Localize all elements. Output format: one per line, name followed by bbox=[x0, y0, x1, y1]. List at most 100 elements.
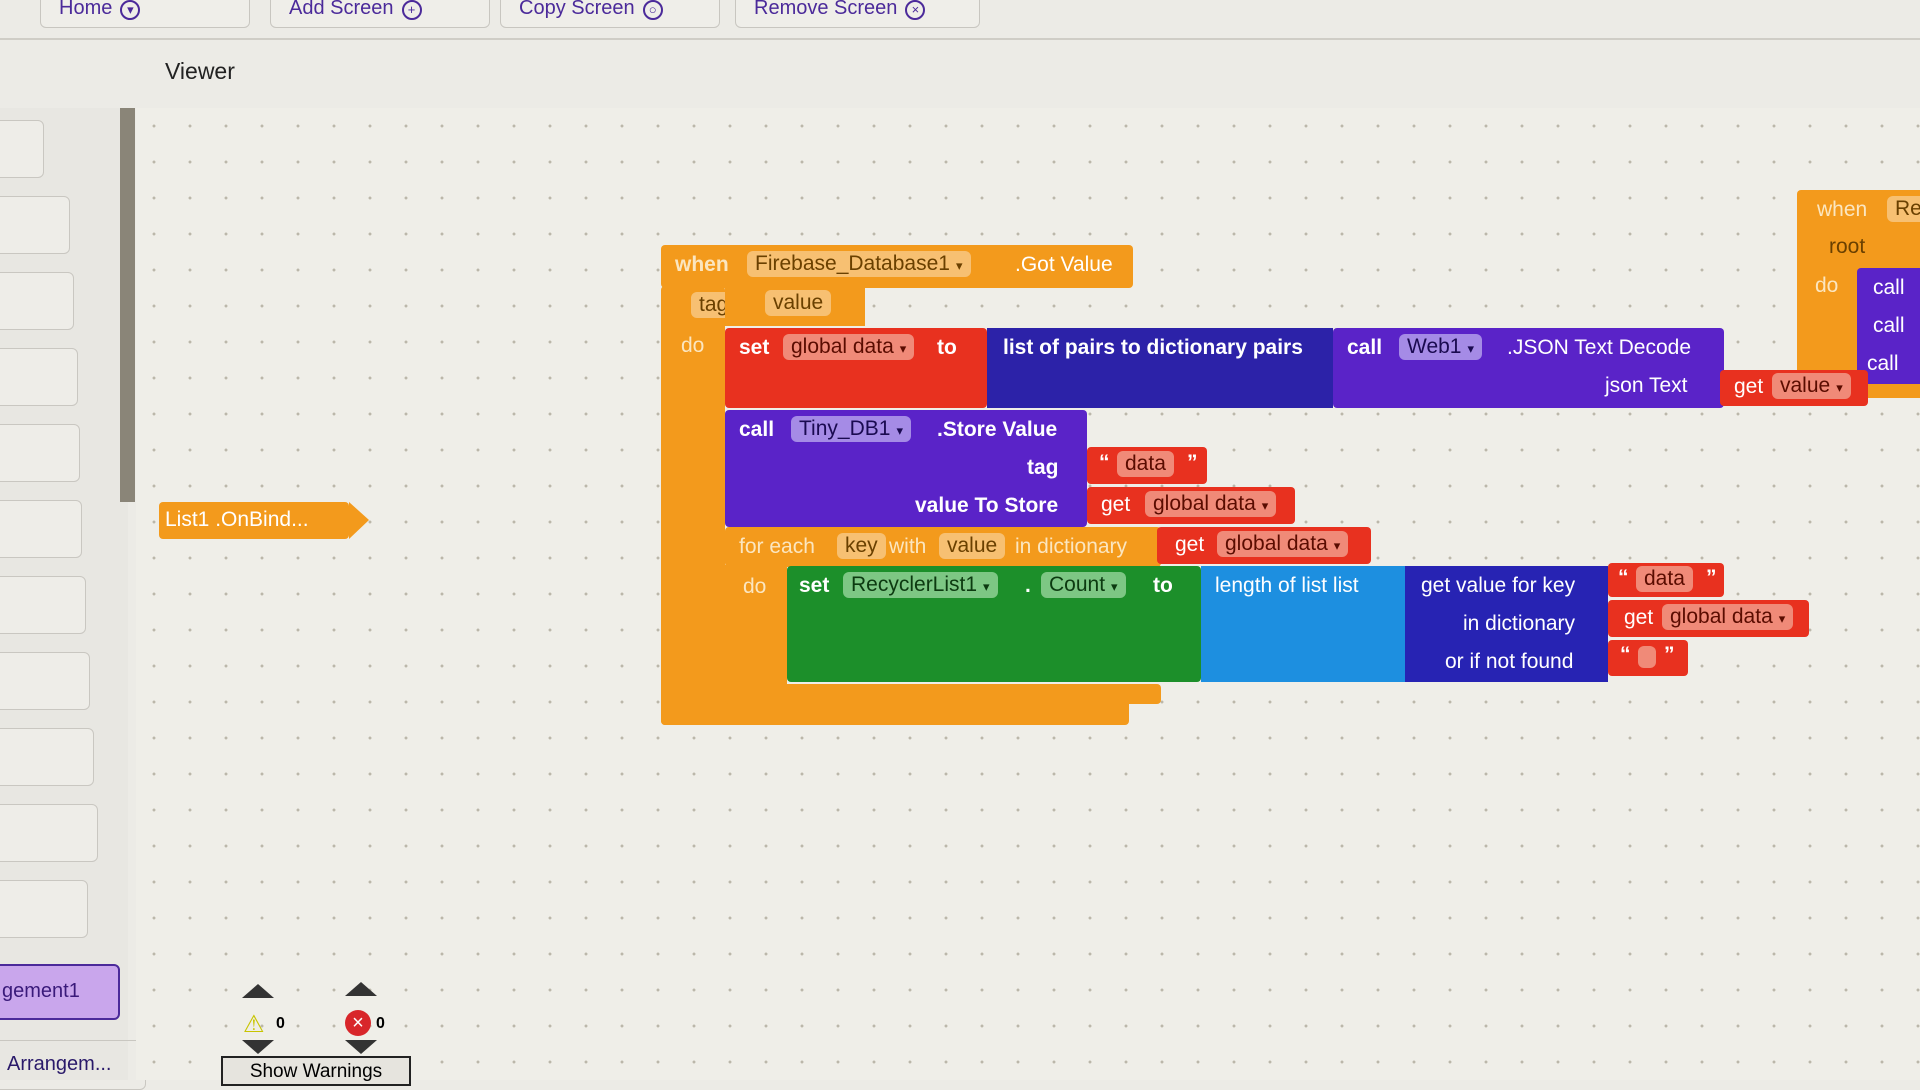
warnings-indicator: ⚠ 0 × 0 Show Warnings bbox=[221, 980, 411, 1086]
remove-screen-button[interactable]: Remove Screen× bbox=[735, 0, 980, 28]
param-value[interactable]: value bbox=[765, 290, 832, 316]
length-of-list-block[interactable]: length of list list bbox=[1201, 566, 1405, 682]
component-item-selected[interactable]: gement1 bbox=[0, 964, 120, 1020]
header-divider bbox=[0, 38, 1920, 40]
component-item[interactable] bbox=[0, 500, 82, 558]
call-blocks[interactable]: call call call bbox=[1857, 268, 1920, 384]
component-item[interactable] bbox=[0, 272, 74, 330]
dropdown-icon: ▾ bbox=[1333, 538, 1341, 553]
component-item[interactable] bbox=[0, 196, 70, 254]
add-screen-button[interactable]: Add Screen+ bbox=[270, 0, 490, 28]
next-error-button[interactable] bbox=[345, 1040, 377, 1054]
component-item[interactable] bbox=[0, 652, 90, 710]
component-item[interactable] bbox=[0, 880, 88, 938]
get-global-block[interactable]: get global data▾ bbox=[1087, 487, 1295, 524]
dropdown-icon: ▾ bbox=[983, 579, 990, 594]
component-item[interactable] bbox=[0, 728, 94, 786]
text-data-block[interactable]: “data” bbox=[1608, 563, 1724, 597]
event-name: .Got Value bbox=[1015, 253, 1113, 276]
home-label: Home bbox=[59, 0, 113, 19]
component-item[interactable] bbox=[0, 348, 78, 406]
component-item[interactable] bbox=[0, 120, 44, 178]
property-dropdown[interactable]: Count ▾ bbox=[1041, 572, 1126, 598]
key-param[interactable]: key bbox=[837, 533, 886, 559]
variable-dropdown[interactable]: global data▾ bbox=[1217, 531, 1349, 557]
tinydb-dropdown[interactable]: Tiny_DB1▾ bbox=[791, 416, 911, 442]
json-decode-block[interactable]: call Web1▾ .JSON Text Decode json Text bbox=[1333, 328, 1724, 408]
in-dictionary-label: in dictionary bbox=[1463, 612, 1576, 635]
prev-error-button[interactable] bbox=[345, 982, 377, 996]
component-item[interactable] bbox=[0, 576, 86, 634]
text-value[interactable]: data bbox=[1117, 451, 1174, 477]
show-warnings-label: Show Warnings bbox=[249, 1061, 383, 1082]
variable-dropdown[interactable]: global data▾ bbox=[783, 334, 915, 360]
text-value[interactable] bbox=[1638, 646, 1656, 668]
component-name: Web1 bbox=[1407, 335, 1462, 358]
event-block-header[interactable]: when Firebase_Database1▾ .Got Value bbox=[661, 245, 1133, 288]
do-label: do bbox=[743, 575, 767, 598]
set-recycler-count-block[interactable]: set RecyclerList1▾ . Count▾ to bbox=[787, 566, 1201, 682]
component-dropdown[interactable]: Re bbox=[1887, 196, 1920, 222]
get-global-block[interactable]: get global data▾ bbox=[1157, 527, 1371, 564]
empty-text-block[interactable]: “” bbox=[1608, 640, 1688, 676]
component-item[interactable]: Arrangem... bbox=[0, 1040, 146, 1090]
variable-dropdown[interactable]: global data▾ bbox=[1662, 604, 1794, 630]
dropdown-icon: ▾ bbox=[899, 341, 907, 356]
value-param[interactable]: value bbox=[939, 533, 1006, 559]
error-count: 0 bbox=[376, 1015, 385, 1032]
show-warnings-button[interactable]: Show Warnings bbox=[221, 1056, 411, 1086]
event-block-body[interactable]: tag do bbox=[661, 286, 737, 725]
call-label: call bbox=[1347, 336, 1383, 359]
to-label: to bbox=[937, 336, 957, 359]
with-label: with bbox=[889, 535, 927, 558]
dropdown-icon: ▾ bbox=[1111, 579, 1118, 594]
list-of-pairs-label: list of pairs to dictionary pairs bbox=[1003, 336, 1303, 359]
param-root[interactable]: root bbox=[1829, 235, 1866, 258]
next-warning-button[interactable] bbox=[242, 1040, 274, 1054]
for-each-label: for each bbox=[739, 535, 815, 558]
tag-label: tag bbox=[1027, 456, 1059, 479]
get-label: get bbox=[1624, 606, 1654, 629]
set-label: set bbox=[739, 336, 770, 359]
warning-count: 0 bbox=[276, 1015, 285, 1032]
prev-warning-button[interactable] bbox=[242, 984, 274, 998]
method-name: .JSON Text Decode bbox=[1507, 336, 1692, 359]
text-value[interactable]: data bbox=[1636, 566, 1693, 592]
get-label: get bbox=[1734, 375, 1764, 398]
collapsed-block[interactable]: List1 .OnBind... bbox=[159, 502, 349, 539]
component-name: Firebase_Database1 bbox=[755, 252, 950, 275]
for-each-block[interactable]: for each key with value in dictionary bbox=[725, 527, 1161, 567]
component-item[interactable] bbox=[0, 424, 80, 482]
workspace-scrollbar[interactable] bbox=[120, 108, 135, 502]
list-of-pairs-block[interactable]: list of pairs to dictionary pairs bbox=[987, 328, 1333, 408]
text-data-block[interactable]: “data” bbox=[1087, 447, 1207, 484]
home-button[interactable]: Home ▾ bbox=[40, 0, 250, 28]
call-label: call bbox=[1873, 314, 1905, 337]
get-value-for-key-block[interactable]: get value for key in dictionary or if no… bbox=[1405, 566, 1608, 682]
set-global-block[interactable]: set global data▾ to bbox=[725, 328, 987, 408]
tinydb-store-block[interactable]: call Tiny_DB1▾ .Store Value tag value To… bbox=[725, 410, 1087, 527]
dropdown-icon: ▾ bbox=[1467, 341, 1475, 356]
component-item[interactable] bbox=[0, 804, 98, 862]
add-screen-label: Add Screen bbox=[289, 0, 394, 19]
component-dropdown[interactable]: Firebase_Database1▾ bbox=[747, 251, 971, 277]
collapsed-block-tip bbox=[349, 502, 369, 539]
variable-name: global data bbox=[1153, 492, 1256, 515]
value-to-store-label: value To Store bbox=[915, 494, 1059, 517]
copy-icon: ○ bbox=[642, 0, 663, 20]
chevron-down-icon: ▾ bbox=[120, 0, 141, 20]
get-label: get bbox=[1101, 493, 1131, 516]
variable-dropdown[interactable]: global data▾ bbox=[1145, 491, 1277, 517]
component-name: RecyclerList1 bbox=[851, 573, 978, 596]
get-value-block[interactable]: get value▾ bbox=[1720, 370, 1868, 406]
do-label: do bbox=[1815, 274, 1839, 297]
property-name: Count bbox=[1049, 573, 1106, 596]
copy-screen-button[interactable]: Copy Screen○ bbox=[500, 0, 720, 28]
variable-dropdown[interactable]: value▾ bbox=[1772, 373, 1851, 399]
collapsed-block-label: List1 .OnBind... bbox=[165, 508, 309, 531]
variable-name: global data bbox=[1670, 605, 1773, 628]
recycler-dropdown[interactable]: RecyclerList1 ▾ bbox=[843, 572, 998, 598]
remove-screen-label: Remove Screen bbox=[754, 0, 898, 19]
web1-dropdown[interactable]: Web1 ▾ bbox=[1399, 334, 1483, 360]
get-global-block[interactable]: get global data▾ bbox=[1608, 600, 1809, 637]
